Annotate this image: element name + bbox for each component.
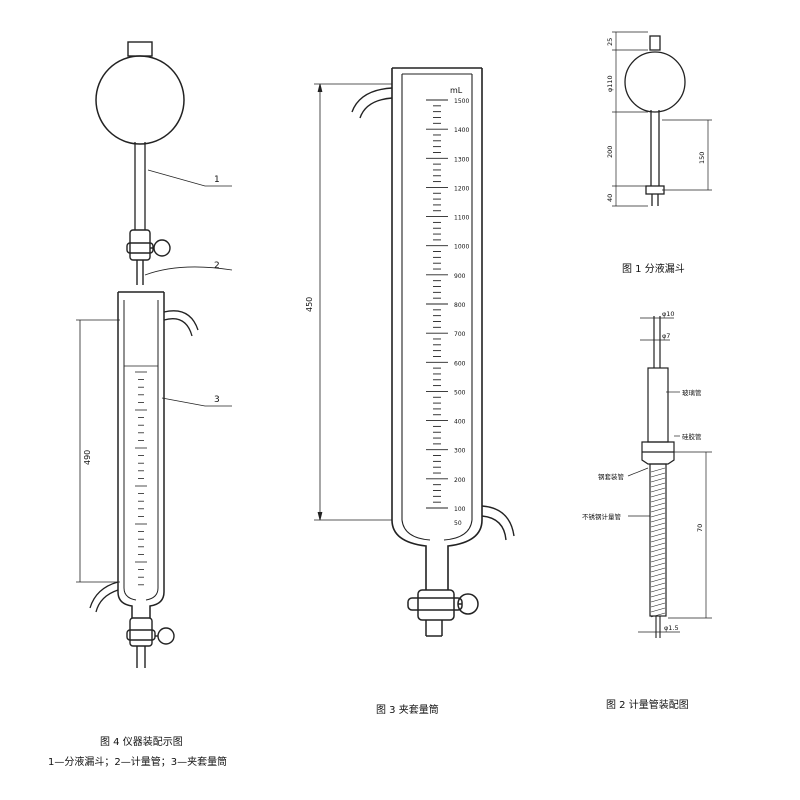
fig2-label-glass-tube: 玻璃管 [682, 388, 702, 397]
fig3-scale-label: 1000 [454, 244, 469, 251]
fig3-scale-label: 700 [454, 331, 466, 338]
funnel-bulb [95, 55, 185, 145]
fig3-inner-tube [401, 74, 431, 541]
fig3-scale-label: 100 [454, 506, 466, 513]
fig3-scale-label: 500 [454, 389, 466, 396]
fig3-scale-label: 1200 [454, 185, 469, 192]
figure-2-metering-tube [627, 316, 712, 638]
fig4-dim-490: 490 [83, 450, 92, 465]
fig3-scale-label: 1100 [454, 215, 469, 222]
fig4-caption-title: 图 4 仪器装配示图 [100, 735, 183, 748]
fig2-hatch-line [650, 532, 666, 538]
fig3-dim-450: 450 [305, 297, 314, 312]
fig2-hatch-line [650, 487, 666, 493]
fig2-hatch-line [650, 467, 666, 473]
fig2-dim-phi10: φ10 [662, 310, 675, 318]
fig1-dim-110: φ110 [606, 75, 614, 92]
fig4-caption-legend: 1—分液漏斗；2—计量管；3—夹套量筒 [48, 755, 227, 768]
fig2-hatch-line [650, 607, 666, 613]
fig2-dim-phi1-5: φ1.5 [664, 624, 679, 632]
fig1-dim-150: 150 [698, 152, 706, 164]
fig2-hatch-line [650, 537, 666, 543]
fig3-unit-label: mL [450, 86, 463, 95]
fig4-leader-lines [144, 169, 233, 407]
fig4-bottom-stopcock [126, 617, 175, 668]
fig2-hatch-line [650, 512, 666, 518]
fig2-hatch-line [650, 592, 666, 598]
fig3-outer-wall [391, 68, 427, 590]
fig2-hatch-line [650, 567, 666, 573]
fig3-scale-label: 50 [454, 520, 462, 527]
fig2-hatch-line [650, 507, 666, 513]
fig2-hatch-line [650, 482, 666, 488]
fig2-hatch-line [650, 542, 666, 548]
fig3-scale-label: 1500 [454, 98, 469, 105]
fig2-hatch-line [650, 597, 666, 603]
figure-4-assembly [76, 41, 233, 668]
fig2-hatch-line [650, 562, 666, 568]
fig2-hatch-line [650, 577, 666, 583]
fig2-hatch-line [650, 492, 666, 498]
fig2-hatch-line [650, 522, 666, 528]
fig3-scale-label: 1300 [454, 156, 469, 163]
fig4-jacket-cylinder [89, 291, 199, 618]
fig4-callout-2: 2 [214, 261, 220, 271]
fig2-hatch-line [650, 552, 666, 558]
fig1-caption: 图 1 分液漏斗 [622, 262, 685, 275]
fig2-hatch-line [650, 547, 666, 553]
fig2-hatch-line [650, 477, 666, 483]
fig4-dimension-line [76, 319, 120, 583]
fig2-leader-lines [627, 317, 712, 633]
fig2-hatch-line [650, 582, 666, 588]
fig3-scale-label: 600 [454, 360, 466, 367]
fig1-dim-40: 40 [606, 194, 614, 202]
fig2-caption: 图 2 计量管装配图 [606, 698, 689, 711]
fig2-label-steel-tube: 不锈钢计量管 [582, 512, 622, 521]
figure-3-jacketed-cylinder [314, 67, 515, 637]
fig1-dimension-lines [612, 31, 712, 207]
fig3-dimension-line [314, 83, 392, 521]
fig2-coupling [641, 441, 675, 465]
fig3-bottom-stopcock [407, 589, 479, 637]
fig2-steel-tube [649, 463, 667, 617]
fig2-hatch-line [650, 557, 666, 563]
fig2-hatching [650, 467, 666, 618]
fig3-caption: 图 3 夹套量筒 [376, 703, 439, 716]
fig2-hatch-line [650, 612, 666, 618]
fig2-hatch-line [650, 517, 666, 523]
fig2-label-silicone-tube: 硅胶管 [682, 432, 702, 441]
fig1-dim-25: 25 [606, 38, 614, 46]
fig4-callout-1: 1 [214, 175, 220, 185]
fig2-hatch-line [650, 602, 666, 608]
fig2-dim-70: 70 [696, 524, 704, 532]
figure-1-separatory-funnel [612, 31, 712, 207]
fig2-hatch-line [650, 472, 666, 478]
fig2-dim-phi7: φ7 [662, 332, 670, 340]
fig2-hatch-line [650, 502, 666, 508]
fig3-scale-label: 900 [454, 273, 466, 280]
fig1-dim-200: 200 [606, 146, 614, 158]
fig1-bulb [624, 51, 686, 113]
funnel-neck [127, 41, 153, 57]
fig3-scale-ticks [426, 99, 448, 509]
fig4-callout-3: 3 [214, 395, 220, 405]
fig3-scale-label: 200 [454, 477, 466, 484]
fig2-hatch-line [650, 587, 666, 593]
fig2-label-steel-sleeve: 钢套装管 [598, 472, 625, 481]
fig3-scale-label: 800 [454, 302, 466, 309]
fig3-scale-label: 300 [454, 448, 466, 455]
fig3-scale-label: 1400 [454, 127, 469, 134]
funnel-stopcock [126, 229, 171, 285]
fig3-scale-label: 400 [454, 419, 466, 426]
fig2-hatch-line [650, 497, 666, 503]
fig2-glass-tube [647, 367, 669, 443]
fig4-scale-ticks [135, 371, 147, 586]
fig2-hatch-line [650, 572, 666, 578]
fig2-hatch-line [650, 527, 666, 533]
fig3-scale-labels: 1500 1400 1300 1200 1100 1000 900 800 700 600 500 4… [454, 98, 469, 527]
